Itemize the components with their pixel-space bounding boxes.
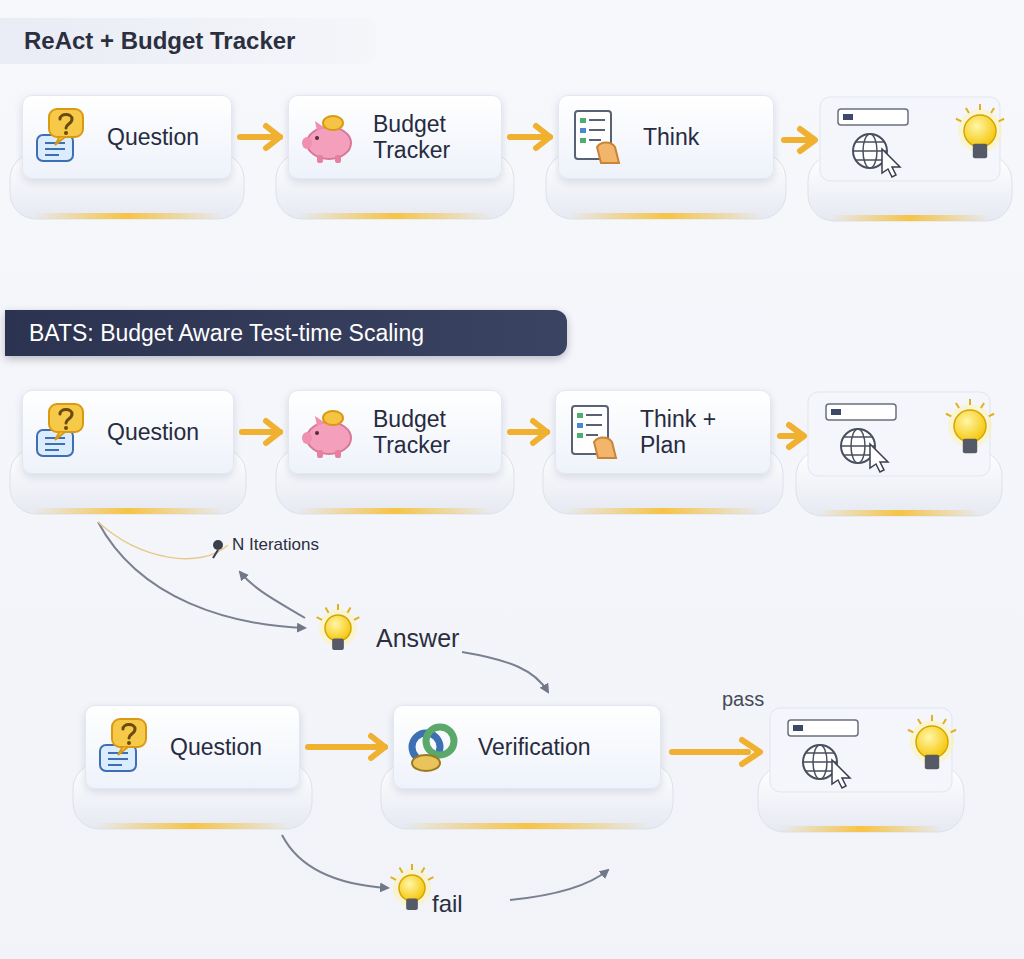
header-text: BATS: Budget Aware Test-time Scaling [29, 320, 543, 347]
process-box: Verification [393, 705, 661, 789]
header-text: ReAct + Budget Tracker [24, 27, 352, 55]
process-box: Question [85, 705, 300, 789]
node-label: Question [170, 734, 289, 760]
node-icon [567, 107, 627, 167]
node-label: Think + Plan [640, 406, 760, 459]
node-icon [402, 717, 462, 777]
node-label: Budget Tracker [373, 406, 491, 459]
answer-label: Answer [376, 624, 459, 653]
flow-arrow [308, 736, 385, 758]
node-icon [297, 107, 357, 167]
node-label: Question [107, 124, 221, 150]
section-header: ReAct + Budget Tracker [0, 18, 376, 64]
node-label: Think [643, 124, 763, 150]
process-box: Question [22, 95, 232, 179]
pass-label: pass [722, 688, 764, 711]
flow-arrow [510, 421, 547, 443]
node-icon [31, 402, 91, 462]
loop-label: N Iterations [232, 535, 319, 555]
flow-arrow [240, 126, 280, 148]
process-box: Question [22, 390, 234, 474]
flow-arrow [242, 421, 280, 443]
section-header: BATS: Budget Aware Test-time Scaling [5, 310, 567, 356]
node-icon [94, 717, 154, 777]
process-box: Budget Tracker [288, 390, 502, 474]
process-box: Think + Plan [555, 390, 771, 474]
node-label: Budget Tracker [373, 111, 491, 164]
node-label: Verification [478, 734, 650, 760]
node-icon [297, 402, 357, 462]
process-box: Think [558, 95, 774, 179]
fail-label: fail [432, 890, 463, 918]
node-icon [564, 402, 624, 462]
node-icon [31, 107, 91, 167]
node-label: Question [107, 419, 223, 445]
process-box: Budget Tracker [288, 95, 502, 179]
flow-arrow [510, 126, 550, 148]
